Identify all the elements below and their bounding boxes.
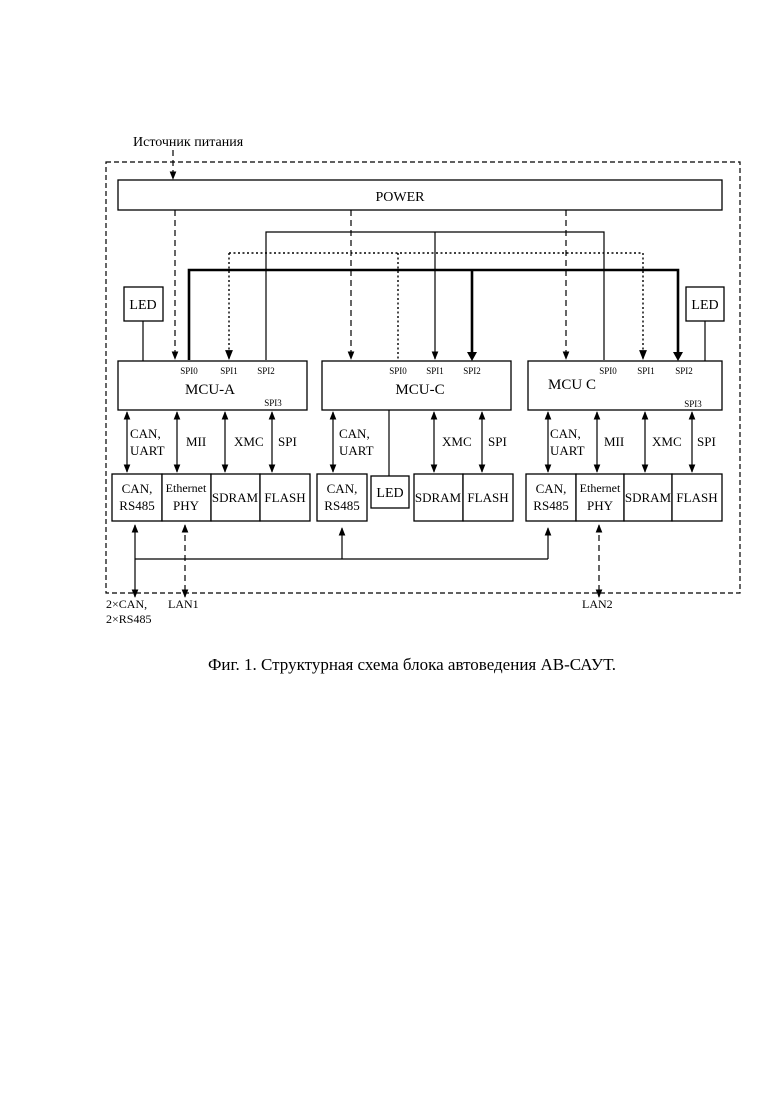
periph-a-phy-label: PHY xyxy=(173,498,200,513)
mcu-c-right-spi1: SPI1 xyxy=(637,366,655,376)
mcu-c-right-label: MCU C xyxy=(548,377,596,393)
bus-a-uart-label: UART xyxy=(130,443,165,458)
led-right-label: LED xyxy=(691,298,718,313)
periph-a-sdram-label: SDRAM xyxy=(212,490,259,505)
external-lan2-label: LAN2 xyxy=(582,597,613,611)
periph-a-ethernet-label: Ethernet xyxy=(166,481,207,495)
spi-thick-arrow-r xyxy=(673,352,683,361)
bus-r-mii-label: MII xyxy=(604,434,624,449)
figure-caption: Фиг. 1. Структурная схема блока автоведе… xyxy=(208,655,616,674)
bus-c-uart-label: UART xyxy=(339,443,374,458)
bus-r-can-label: CAN, xyxy=(550,426,581,441)
mcu-c-center-spi2: SPI2 xyxy=(463,366,481,376)
mcu-c-right-spi2: SPI2 xyxy=(675,366,693,376)
led-center-label: LED xyxy=(376,486,403,501)
periph-c-sdram-label: SDRAM xyxy=(415,490,462,505)
bus-r-spi-label: SPI xyxy=(697,434,716,449)
bus-c-can-label: CAN, xyxy=(339,426,370,441)
mcu-c-center-spi0: SPI0 xyxy=(389,366,407,376)
bus-a-mii-label: MII xyxy=(186,434,206,449)
bus-r-xmc-label: XMC xyxy=(652,434,682,449)
bus-a-can-label: CAN, xyxy=(130,426,161,441)
periph-r-phy-label: PHY xyxy=(587,498,614,513)
bus-r-uart-label: UART xyxy=(550,443,585,458)
bus-a-xmc-label: XMC xyxy=(234,434,264,449)
bus-c-xmc-label: XMC xyxy=(442,434,472,449)
periph-a-rs485-label: RS485 xyxy=(119,498,154,513)
periph-r-ethernet-label: Ethernet xyxy=(580,481,621,495)
mcu-c-center-label: MCU-C xyxy=(395,382,444,398)
led-left-label: LED xyxy=(129,298,156,313)
external-rs485-label: 2×RS485 xyxy=(106,612,151,626)
external-lan1-label: LAN1 xyxy=(168,597,199,611)
mcu-a-label: MCU-A xyxy=(185,382,235,398)
mcu-c-right-spi3: SPI3 xyxy=(684,399,702,409)
periph-r-can-label: CAN, xyxy=(536,481,567,496)
mcu-c-center-spi1: SPI1 xyxy=(426,366,444,376)
mcu-a-spi1: SPI1 xyxy=(220,366,238,376)
bus-a-spi-label: SPI xyxy=(278,434,297,449)
periph-c-rs485-label: RS485 xyxy=(324,498,359,513)
power-block-label: POWER xyxy=(376,190,426,205)
mcu-c-right-spi0: SPI0 xyxy=(599,366,617,376)
spi-bus-thick xyxy=(189,270,678,360)
bus-c-spi-label: SPI xyxy=(488,434,507,449)
mcu-a-spi3: SPI3 xyxy=(264,398,282,408)
periph-r-sdram-label: SDRAM xyxy=(625,490,672,505)
external-can-label: 2×CAN, xyxy=(106,597,147,611)
mcu-a-spi0: SPI0 xyxy=(180,366,198,376)
periph-a-can-label: CAN, xyxy=(122,481,153,496)
periph-r-flash-label: FLASH xyxy=(676,490,717,505)
periph-r-rs485-label: RS485 xyxy=(533,498,568,513)
periph-c-can-label: CAN, xyxy=(327,481,358,496)
periph-a-flash-label: FLASH xyxy=(264,490,305,505)
mcu-a-spi2: SPI2 xyxy=(257,366,275,376)
periph-c-flash-label: FLASH xyxy=(467,490,508,505)
power-source-label: Источник питания xyxy=(133,135,244,150)
spi-thick-arrow-c xyxy=(467,352,477,361)
